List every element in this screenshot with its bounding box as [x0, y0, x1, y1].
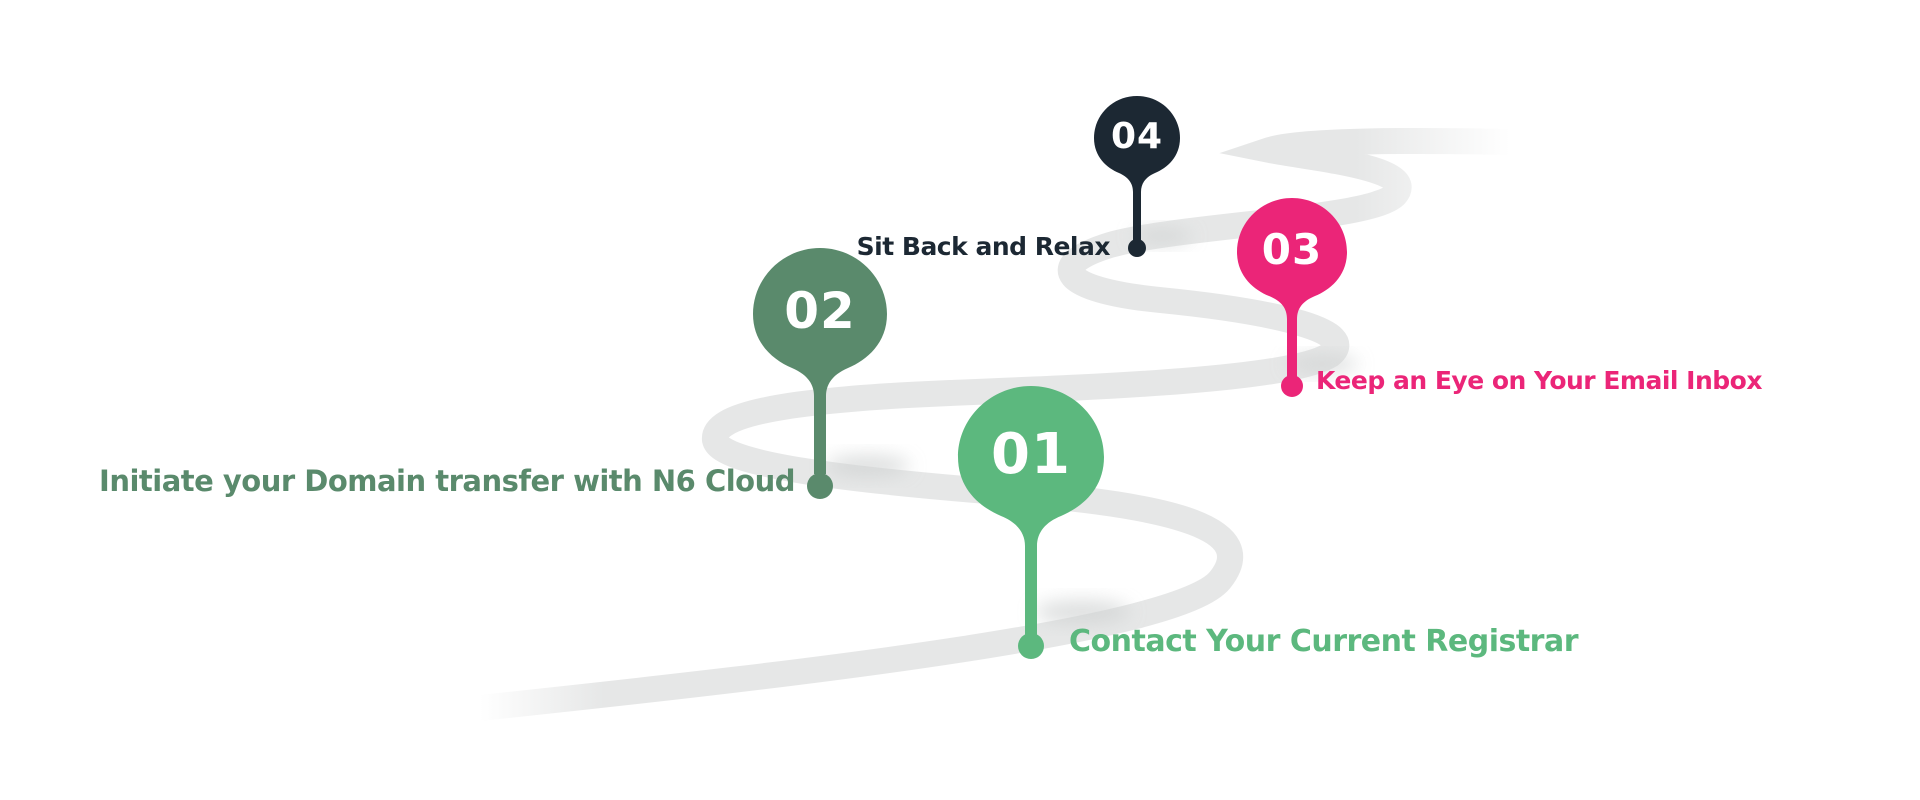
pin-shape	[1094, 96, 1180, 242]
step-03-label: Keep an Eye on Your Email Inbox	[1316, 366, 1762, 395]
pin-marker	[958, 386, 1104, 659]
step-02-label: Initiate your Domain transfer with N6 Cl…	[99, 464, 795, 498]
step-01-pin: 01	[958, 386, 1104, 666]
pin-marker	[753, 248, 887, 499]
pin-shadow	[1286, 355, 1358, 373]
pin-shape	[753, 248, 887, 474]
pin-dot	[807, 473, 833, 499]
pin-marker	[1237, 198, 1347, 397]
step-04-pin: 04	[1094, 96, 1180, 260]
pin-dot	[1128, 239, 1146, 257]
step-04-label: Sit Back and Relax	[856, 232, 1111, 261]
step-number: 01	[991, 422, 1071, 487]
pin-shadow	[826, 455, 910, 477]
pin-shadow	[1132, 228, 1192, 244]
step-number: 02	[784, 282, 856, 340]
road-path	[467, 127, 1523, 721]
pin-shape	[1237, 198, 1347, 378]
pin-shape	[958, 386, 1104, 636]
pin-shadow	[1034, 600, 1130, 624]
step-03-pin: 03	[1237, 198, 1347, 400]
step-02-pin: 02	[753, 248, 887, 502]
step-01-label: Contact Your Current Registrar	[1069, 624, 1579, 659]
pin-dot	[1018, 633, 1044, 659]
pin-dot	[1281, 375, 1303, 397]
pin-marker	[1094, 96, 1180, 257]
step-number: 04	[1110, 116, 1164, 157]
step-number: 03	[1261, 225, 1323, 274]
